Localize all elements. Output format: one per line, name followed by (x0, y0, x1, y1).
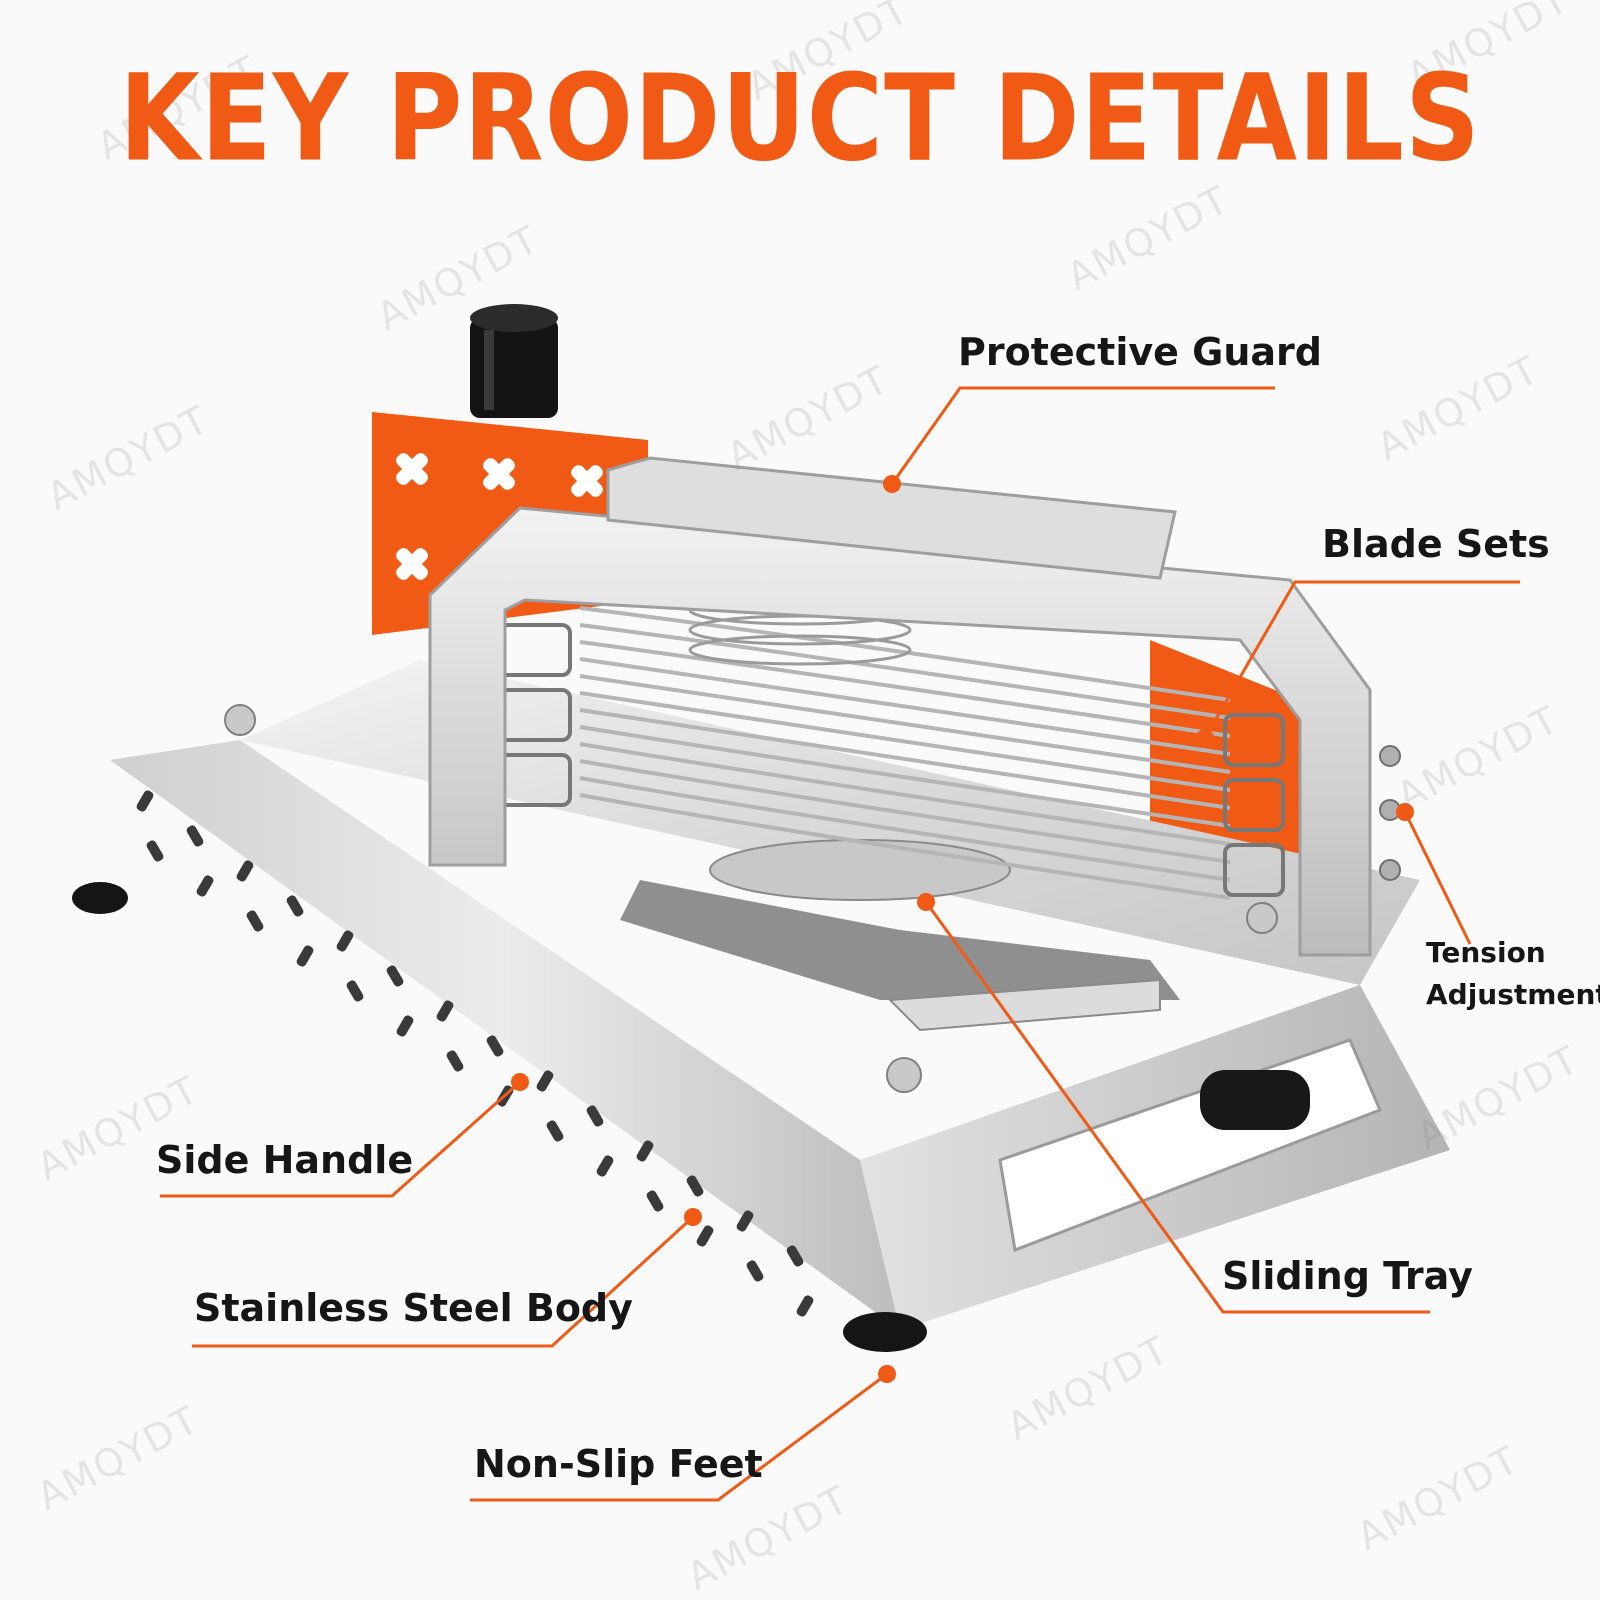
tray-slot (620, 880, 1180, 1000)
inner-foot (1200, 1070, 1310, 1130)
tray-rail (887, 978, 1161, 1032)
foot-left (72, 882, 128, 914)
callout-tension-line1: Tension (1426, 936, 1546, 969)
u-frame (428, 506, 1372, 957)
callout-sliding-tray: Sliding Tray (1222, 1254, 1473, 1298)
callout-side-handle: Side Handle (156, 1138, 414, 1182)
tension-knobs (1379, 745, 1401, 881)
callout-stainless-steel-body: Stainless Steel Body (194, 1286, 633, 1330)
protective-guard-bar (606, 456, 1177, 580)
acorn-nuts (224, 704, 1278, 1093)
base-vent-pattern (136, 790, 814, 1317)
base-front-panel (110, 740, 900, 1330)
callout-tension-adjustment: Tension Adjustment (1426, 932, 1600, 1016)
blade-holder-right (1223, 713, 1285, 897)
callout-protective-guard: Protective Guard (958, 330, 1322, 374)
foot-front (843, 1312, 927, 1352)
callout-lines (160, 386, 1520, 1502)
page-title: KEY PRODUCT DETAILS (119, 48, 1481, 189)
sliding-tray-plate (709, 839, 1011, 901)
blade-fan (579, 606, 1231, 900)
callout-dots (511, 475, 1414, 1383)
callout-non-slip-feet: Non-Slip Feet (474, 1442, 763, 1486)
black-knob (470, 304, 558, 418)
callout-blade-sets: Blade Sets (1322, 522, 1550, 566)
callout-tension-line2: Adjustment (1426, 978, 1600, 1011)
